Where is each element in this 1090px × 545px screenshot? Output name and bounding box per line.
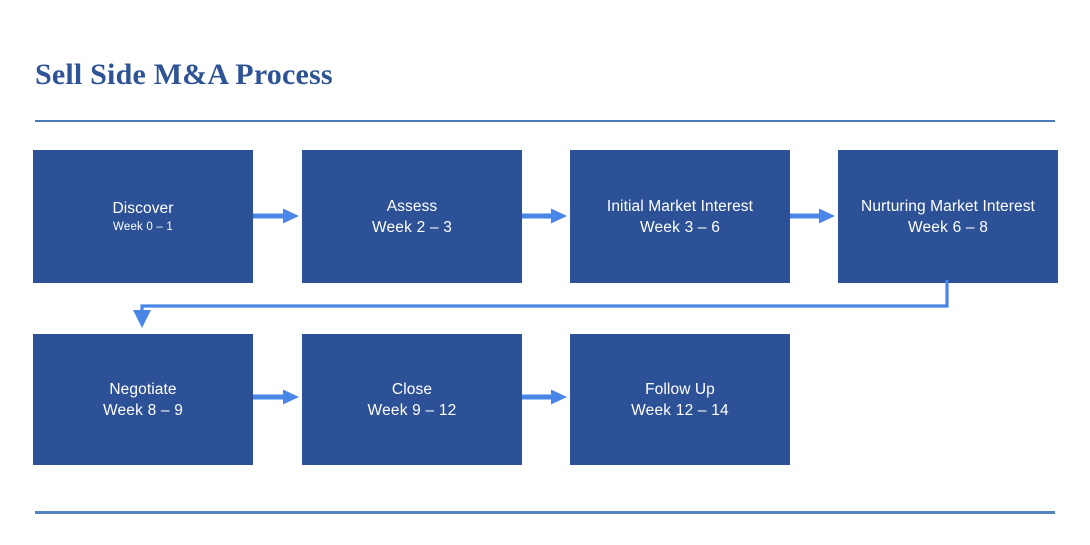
step-week: Week 12 – 14 [631,401,729,419]
arrow-right-icon [522,208,567,224]
arrow-right-icon [790,208,835,224]
step-label: Discover [112,199,174,217]
process-step-close[interactable]: Close Week 9 – 12 [302,334,522,465]
step-week: Week 0 – 1 [113,220,173,233]
step-week: Week 3 – 6 [639,218,721,236]
step-label: Assess [386,197,438,215]
step-label: Follow Up [645,380,715,398]
page-title: Sell Side M&A Process [35,58,333,91]
process-step-follow-up[interactable]: Follow Up Week 12 – 14 [570,334,790,465]
step-label: Nurturing Market Interest [861,197,1035,215]
step-label: Initial Market Interest [606,197,754,215]
step-week: Week 2 – 3 [371,218,453,236]
step-week: Week 6 – 8 [907,218,989,236]
process-step-discover[interactable]: Discover Week 0 – 1 [33,150,253,283]
process-step-initial-market-interest[interactable]: Initial Market Interest Week 3 – 6 [570,150,790,283]
step-label: Negotiate [109,380,177,398]
title-divider-rule [35,120,1055,122]
process-step-negotiate[interactable]: Negotiate Week 8 – 9 [33,334,253,465]
step-week: Week 8 – 9 [102,401,184,419]
process-step-nurturing-market-interest[interactable]: Nurturing Market Interest Week 6 – 8 [838,150,1058,283]
arrow-right-icon [253,389,299,405]
step-week: Week 9 – 12 [367,401,457,419]
step-label: Close [391,380,433,398]
footer-divider-rule [35,511,1055,514]
arrow-right-icon [253,208,299,224]
arrow-wraparound-icon [133,280,949,328]
process-step-assess[interactable]: Assess Week 2 – 3 [302,150,522,283]
arrow-right-icon [522,389,567,405]
